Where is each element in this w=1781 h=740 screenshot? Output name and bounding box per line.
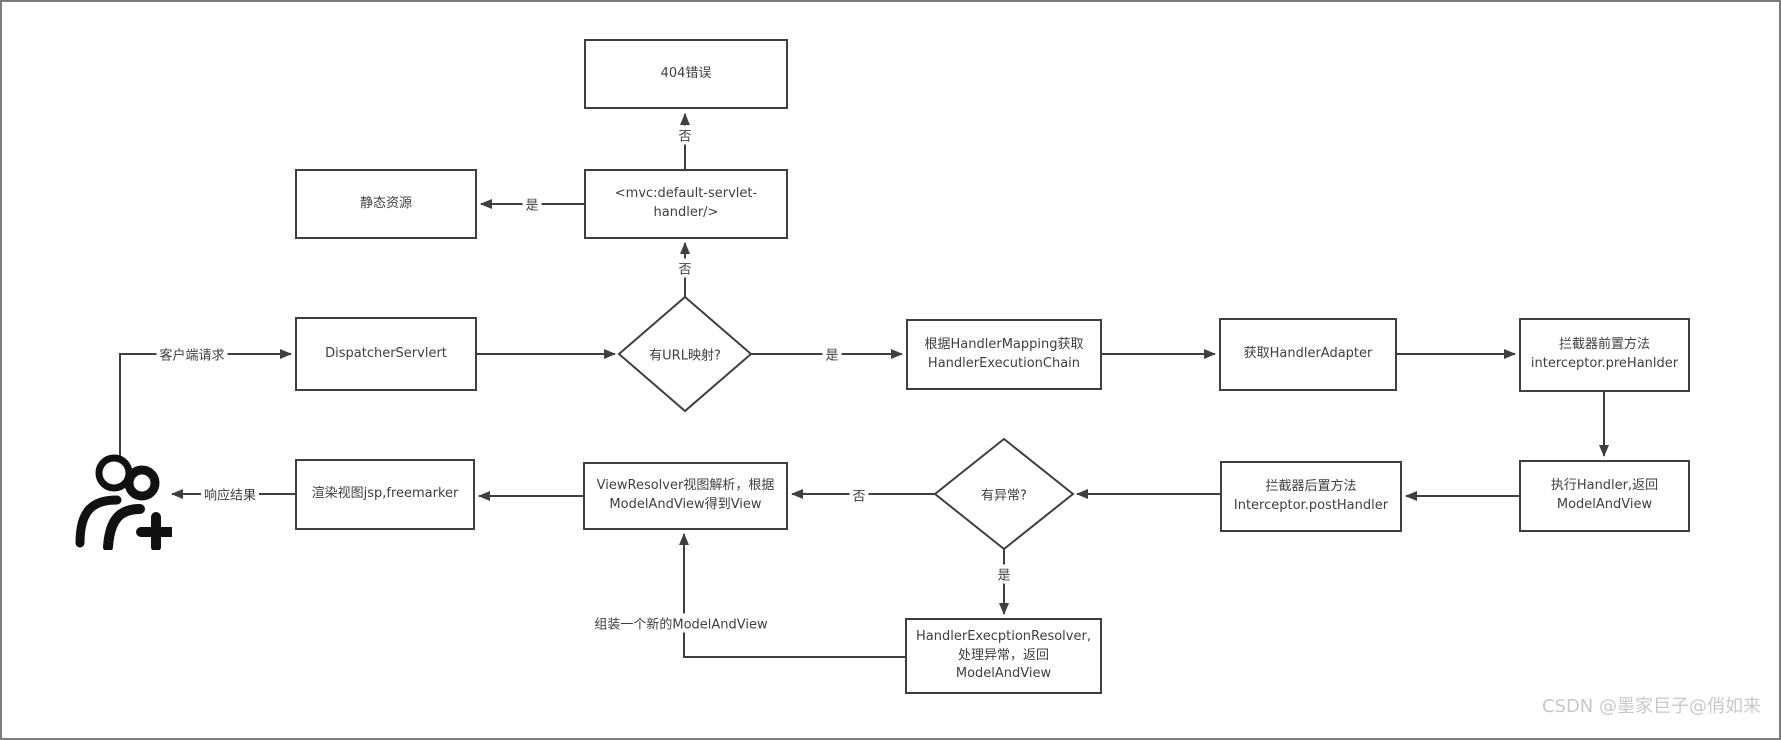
edge-label-assemble-new-modelandview: 组装一个新的ModelAndView	[591, 613, 771, 633]
diamond-has-exception	[933, 437, 1075, 551]
node-handler-adapter: 获取HandlerAdapter	[1219, 318, 1397, 391]
node-view-resolver: ViewResolver视图解析，根据 ModelAndView得到View	[583, 462, 788, 530]
node-interceptor-posthandler: 拦截器后置方法 Interceptor.postHandler	[1220, 461, 1402, 532]
node-static-resource: 静态资源	[295, 169, 477, 239]
node-dispatcher-servlet: DispatcherServlert	[295, 317, 477, 391]
node-mvc-default-servlet-handler: <mvc:default-servlet- handler/>	[584, 169, 788, 239]
edge-label-no-to-default-servlet: 否	[675, 258, 695, 278]
edge-label-no-to-404: 否	[675, 125, 695, 145]
node-render-view: 渲染视图jsp,freemarker	[295, 459, 475, 530]
edge-label-yes-to-static: 是	[522, 194, 542, 214]
edge-label-client-request: 客户端请求	[156, 344, 228, 364]
edge-label-no-exception: 否	[849, 485, 869, 505]
decision-url-mapping-label: 有URL映射?	[649, 348, 721, 364]
edge-client-to-dispatcher	[119, 349, 292, 457]
node-interceptor-prehandler: 拦截器前置方法 interceptor.preHanlder	[1519, 318, 1690, 392]
decision-has-exception-label: 有异常?	[981, 488, 1027, 504]
node-handler-exception-resolver: HandlerExecptionResolver, 处理异常，返回 ModelA…	[905, 618, 1102, 694]
node-404-error: 404错误	[584, 39, 788, 109]
csdn-watermark: CSDN @墨家巨子@俏如来	[1541, 696, 1761, 717]
node-handler-mapping: 根据HandlerMapping获取 HandlerExecutionChain	[906, 319, 1102, 390]
edge-label-response-result: 响应结果	[200, 484, 260, 504]
node-execute-handler: 执行Handler,返回 ModelAndView	[1519, 460, 1690, 532]
edge-label-yes-exception: 是	[994, 564, 1014, 584]
diamond-url-mapping	[617, 295, 753, 413]
add-user-icon	[75, 454, 172, 550]
edge-resolver-to-viewresolver	[679, 533, 905, 658]
edge-label-yes-has-mapping: 是	[822, 344, 842, 364]
